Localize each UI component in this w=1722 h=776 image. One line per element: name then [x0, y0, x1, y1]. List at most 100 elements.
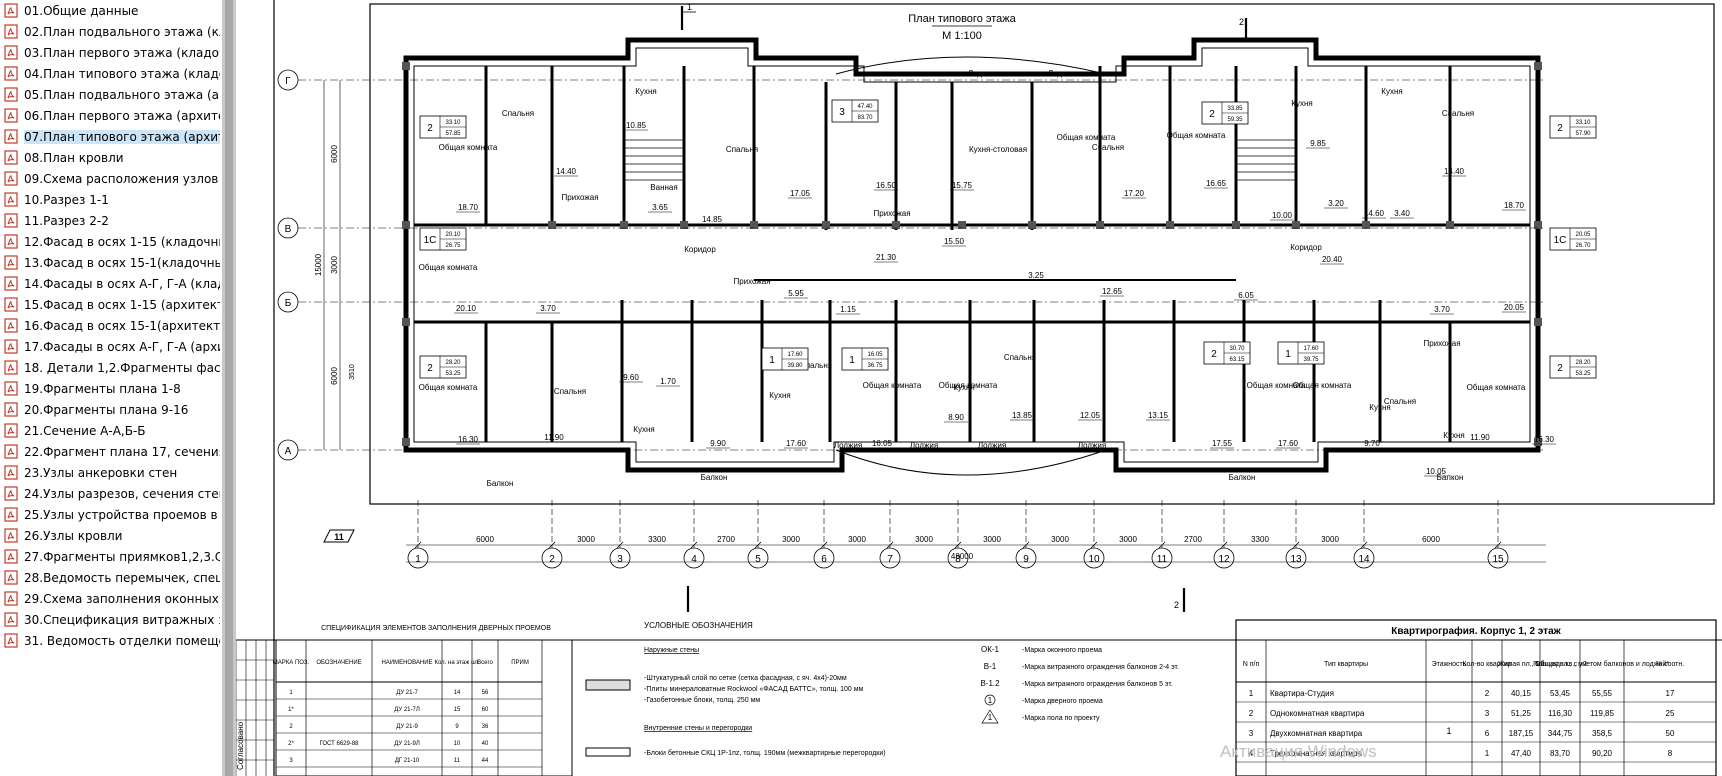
file-item-label: 04.План типового этажа (кладочный) [24, 66, 220, 81]
dim-bottom-value: 3000 [577, 535, 595, 544]
building-walls [402, 37, 1542, 476]
file-item[interactable]: 15.Фасад в осях 1-15 (архитектурный) [0, 294, 222, 315]
section-label-top-right: 2 [1239, 17, 1244, 27]
room-area: 3.40 [1394, 209, 1410, 218]
file-item[interactable]: 21.Сечение А-А,Б-Б [0, 420, 222, 441]
dim-left-value: 6000 [330, 367, 339, 385]
room-label: Общая комната [1247, 381, 1306, 390]
apt-table-cell: 116,30 [1548, 709, 1572, 718]
spec-table-cell: 10 [454, 741, 461, 747]
pdf-icon [4, 444, 18, 459]
axis-col-bubble [1353, 547, 1375, 569]
file-item[interactable]: 29.Схема заполнения оконных проемо [0, 588, 222, 609]
file-item[interactable]: 26.Узлы кровли [0, 525, 222, 546]
file-item[interactable]: 02.План подвального этажа (кладочны [0, 21, 222, 42]
file-item[interactable]: 23.Узлы анкеровки стен [0, 462, 222, 483]
spec-table-cell: 56 [482, 690, 489, 696]
file-item[interactable]: 24.Узлы разрезов, сечения стен [0, 483, 222, 504]
spec-table-cell: 1* [288, 707, 294, 713]
apartment-tag-living-area: 47.40 [857, 104, 873, 110]
axis-row-label: В [285, 224, 292, 235]
legend-mark-text: -Марка пола по проекту [1022, 715, 1100, 722]
room-area: 20.40 [1322, 255, 1343, 264]
file-item[interactable]: 04.План типового этажа (кладочный) [0, 63, 222, 84]
apt-table-floors: 1 [1446, 726, 1451, 736]
drawing-viewer[interactable]: План типового этажа М 1:100 1 2 2 [236, 0, 1722, 776]
room-label: Спальня [1092, 143, 1124, 152]
file-item[interactable]: 10.Разрез 1-1 [0, 189, 222, 210]
axis-col-label: 11 [1157, 554, 1168, 565]
file-item[interactable]: 30.Спецификация витражных заполне.. [0, 609, 222, 630]
apartment-tag-rooms: 2 [1557, 123, 1563, 134]
room-area: 9.90 [710, 439, 726, 448]
file-item[interactable]: 31. Ведомость отделки помещений.Сп. [0, 630, 222, 651]
dim-tick [548, 541, 556, 549]
legend-outer-title: Наружные стены [644, 647, 699, 654]
file-item[interactable]: 18. Детали 1,2.Фрагменты фасадов [0, 357, 222, 378]
file-item[interactable]: 09.Схема расположения узлов анкеров [0, 168, 222, 189]
file-item[interactable]: 01.Общие данные [0, 0, 222, 21]
room-label: Общая комната [1467, 383, 1526, 392]
dim-bottom-value: 6000 [476, 535, 494, 544]
spec-table-cell: 11 [454, 758, 461, 764]
file-item-label: 30.Спецификация витражных заполне.. [24, 612, 220, 627]
spec-table-cell: ДУ 21-9 [396, 724, 418, 730]
panel-splitter[interactable] [222, 0, 236, 776]
spec-table-cell: 36 [482, 724, 489, 730]
file-item[interactable]: 03.План первого этажа (кладочный) [0, 42, 222, 63]
file-item[interactable]: 28.Ведомость перемычек, спецификац. [0, 567, 222, 588]
spec-table-header: Кол. на этаж шт. [434, 660, 479, 666]
file-item-label: 13.Фасад в осях 15-1(кладочный) [24, 255, 220, 270]
file-item[interactable]: 16.Фасад в осях 15-1(архитектурный) [0, 315, 222, 336]
dim-left-small-value: 3510 [349, 364, 356, 380]
file-item[interactable]: 17.Фасады в осях А-Г, Г-А (архитектурн [0, 336, 222, 357]
axis-col-bubble [1487, 547, 1509, 569]
file-item[interactable]: 27.Фрагменты приямков1,2,3.Сечение . [0, 546, 222, 567]
apartment-tag-living-area: 28.20 [1575, 360, 1591, 366]
file-item[interactable]: 14.Фасады в осях А-Г, Г-А (кладочные) [0, 273, 222, 294]
axis-col-label: 15 [1492, 554, 1504, 565]
axis-col-bubble [541, 547, 563, 569]
file-item-label: 27.Фрагменты приямков1,2,3.Сечение . [24, 549, 220, 564]
file-item[interactable]: 25.Узлы устройства проемов в наружн. [0, 504, 222, 525]
apartment-tag-total-area: 83.70 [857, 115, 873, 121]
dim-tick [754, 541, 762, 549]
apt-table-cell: Квартира-Студия [1270, 689, 1334, 698]
room-area: 17.60 [786, 439, 807, 448]
apt-table-cell: 90,20 [1592, 749, 1613, 758]
file-item-label: 03.План первого этажа (кладочный) [24, 45, 220, 60]
apartment-tag-total-area: 59.35 [1227, 117, 1243, 123]
dim-bottom-value: 3300 [1251, 535, 1269, 544]
apartment-tag-total-area: 26.75 [445, 243, 461, 249]
file-item[interactable]: 20.Фрагменты плана 9-16 [0, 399, 222, 420]
apartment-tag-living-area: 33.85 [1227, 106, 1243, 112]
apartment-tag-total-area: 39.80 [787, 363, 803, 369]
pdf-icon [4, 591, 18, 606]
file-item[interactable]: 05.План подвального этажа (архитекту [0, 84, 222, 105]
file-item-label: 14.Фасады в осях А-Г, Г-А (кладочные) [24, 276, 220, 291]
room-label: Балкон [701, 473, 728, 482]
apt-table-frame [1235, 619, 1717, 776]
legend-mark-text: -Марка витражного ограждения балконов 2-… [1022, 663, 1179, 671]
file-item[interactable]: 11.Разрез 2-2 [0, 210, 222, 231]
file-item[interactable]: 12.Фасад в осях 1-15 (кладочный) [0, 231, 222, 252]
splitter-bar[interactable] [225, 0, 233, 776]
spec-table-cell: ДГ 21-10 [395, 758, 420, 764]
section-label-top-left: 1 [687, 2, 692, 12]
axis-col-label: 12 [1218, 554, 1230, 565]
file-item[interactable]: 06.План первого этажа (архитектурный [0, 105, 222, 126]
pdf-icon [4, 423, 18, 438]
file-item[interactable]: 19.Фрагменты плана 1-8 [0, 378, 222, 399]
file-item[interactable]: 08.План кровли [0, 147, 222, 168]
file-item[interactable]: 13.Фасад в осях 15-1(кладочный) [0, 252, 222, 273]
axis-col-label: 2 [549, 554, 555, 565]
spec-table-header: НАИМЕНОВАНИЕ [381, 660, 432, 666]
room-label: Лоджия [968, 69, 996, 78]
room-area: 1.15 [840, 305, 856, 314]
room-label: Балкон [1437, 473, 1464, 482]
file-item[interactable]: 22.Фрагмент плана 17, сечения В-В, Г-Г [0, 441, 222, 462]
file-item[interactable]: 07.План типового этажа (архитектурны [0, 126, 222, 147]
spec-table-cell: 2 [289, 724, 293, 730]
